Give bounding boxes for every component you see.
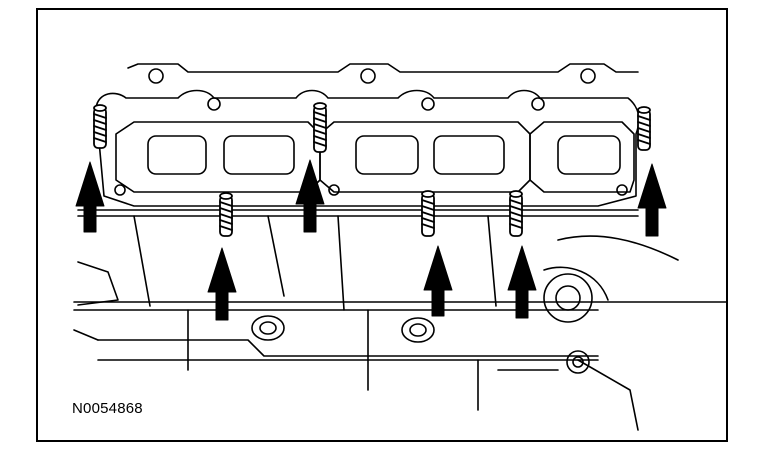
cylinder-head-outline bbox=[77, 63, 679, 306]
arrow-1 bbox=[75, 161, 105, 233]
stud-6 bbox=[637, 106, 651, 151]
block-bosses bbox=[251, 266, 609, 374]
stud-4 bbox=[421, 190, 435, 237]
exhaust-manifold-stud-diagram bbox=[73, 63, 726, 431]
engine-block-outline bbox=[73, 209, 726, 431]
stud-3 bbox=[313, 102, 327, 153]
arrow-5 bbox=[507, 245, 537, 319]
arrow-4 bbox=[423, 245, 453, 317]
arrow-6 bbox=[637, 163, 667, 237]
arrow-2 bbox=[207, 247, 237, 321]
stud-2 bbox=[219, 192, 233, 237]
manifold-flange bbox=[95, 68, 640, 207]
studs bbox=[93, 102, 651, 237]
arrow-3 bbox=[295, 159, 325, 233]
stud-1 bbox=[93, 104, 107, 149]
figure-id-label: N0054868 bbox=[72, 400, 143, 417]
stud-5 bbox=[509, 190, 523, 237]
illustration-frame: N0054868 bbox=[36, 8, 728, 442]
arrows bbox=[75, 159, 667, 321]
